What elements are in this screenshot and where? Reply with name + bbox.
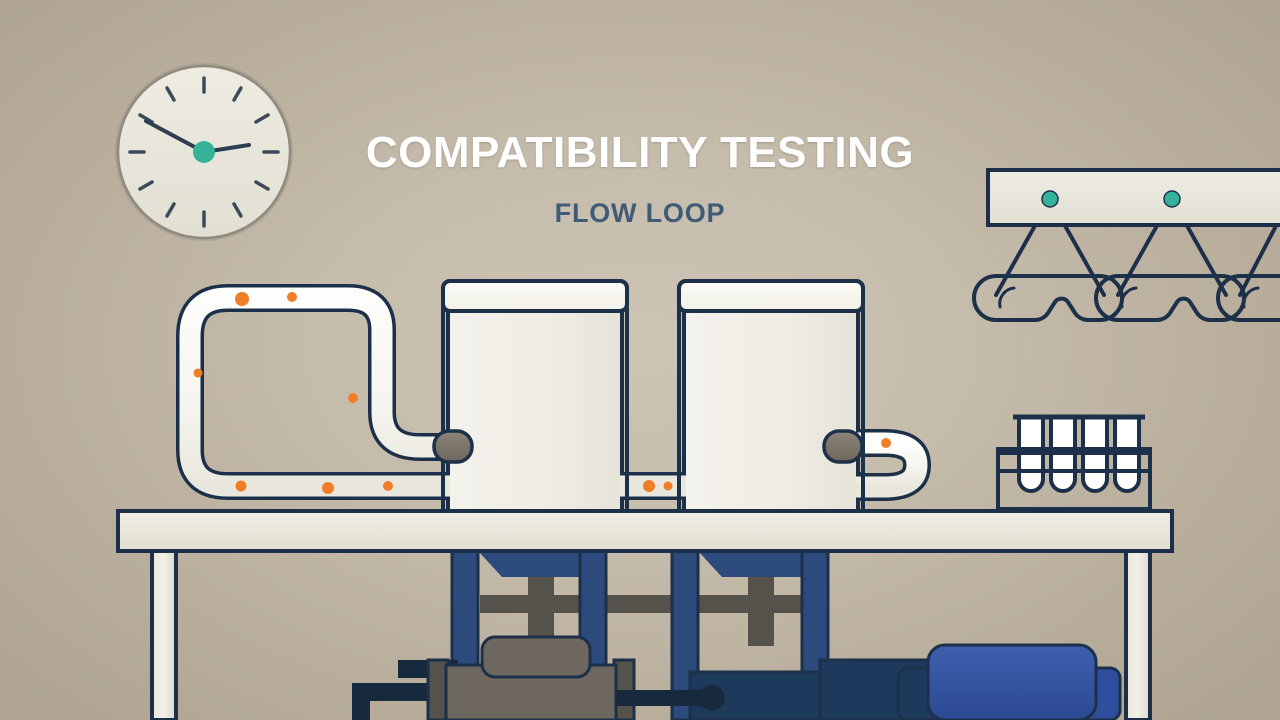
- safety-goggles-shelf: [972, 168, 1280, 322]
- bench-leg-right: [1124, 547, 1152, 720]
- bench-top: [116, 509, 1174, 553]
- frame-brackets: [478, 551, 826, 577]
- clock-center-hub: [193, 141, 215, 163]
- wall-clock: [115, 63, 293, 241]
- shelf-board: [986, 168, 1280, 227]
- bench-leg-left: [150, 547, 178, 720]
- fitting-right-tank: [822, 429, 864, 464]
- flow-loop-tubing: [176, 279, 931, 517]
- goggles-3: [1216, 213, 1280, 322]
- pump-skid-assembly: [352, 549, 1122, 720]
- test-tube-rack: [996, 414, 1152, 511]
- goggles-hook-1: [1041, 190, 1059, 208]
- lab-bench: [116, 509, 1174, 720]
- clock-ticks: [128, 76, 280, 228]
- flow-particles: [193, 292, 891, 494]
- gray-motor: [444, 635, 618, 720]
- motor-shaft: [616, 685, 725, 711]
- fitting-left-tank: [432, 429, 474, 464]
- crossbar: [480, 595, 820, 613]
- blue-motor: [896, 643, 1122, 720]
- goggles-hook-2: [1163, 190, 1181, 208]
